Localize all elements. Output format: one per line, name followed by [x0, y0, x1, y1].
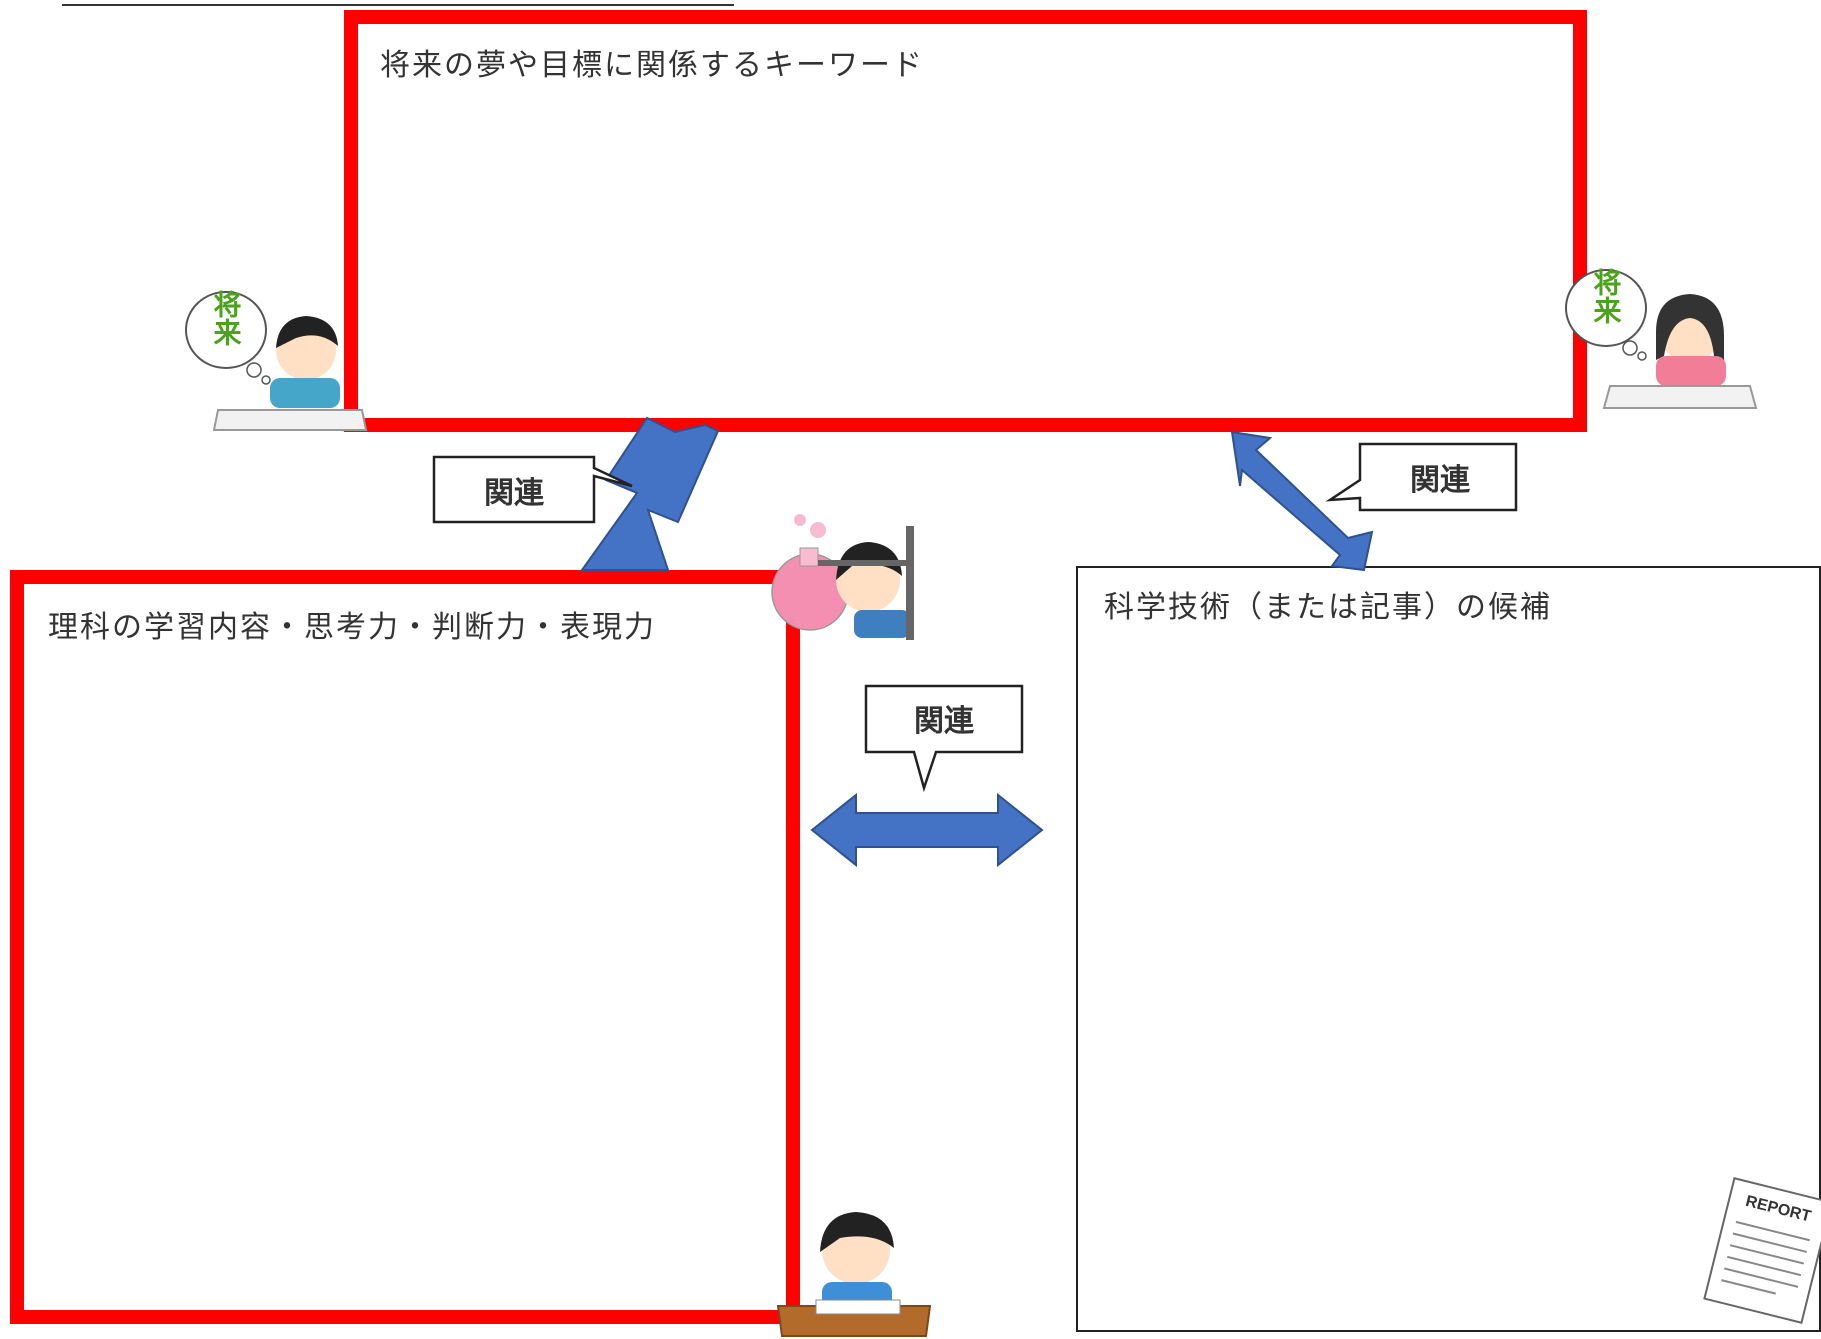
- technology-candidates-title: 科学技術（または記事）の候補: [1104, 590, 1552, 625]
- callout-middle: 関連: [864, 684, 1024, 793]
- thinking-boy-illustration: 将来: [185, 290, 368, 431]
- science-learning-title: 理科の学習内容・思考力・判断力・表現力: [48, 610, 656, 645]
- science-learning-box[interactable]: 理科の学習内容・思考力・判断力・表現力: [10, 570, 800, 1324]
- thinking-boy-bubble-text: 将来: [211, 290, 242, 346]
- callout-middle-label: 関連: [914, 704, 975, 739]
- top-underline: [62, 0, 734, 6]
- future-keywords-title: 将来の夢や目標に関係するキーワード: [380, 48, 924, 83]
- callout-left-label: 関連: [484, 476, 545, 511]
- thinking-girl-bubble-text: 将来: [1591, 268, 1622, 324]
- studying-boy-illustration: [776, 1212, 932, 1337]
- double-arrow-top-left: [580, 416, 720, 571]
- future-keywords-box[interactable]: 将来の夢や目標に関係するキーワード: [344, 10, 1587, 432]
- scientist-boy-illustration: [771, 514, 914, 640]
- thinking-girl-illustration: 将来: [1565, 268, 1758, 409]
- report-paper-illustration: REPORT: [1703, 1177, 1821, 1324]
- double-arrow-top-right: [1230, 430, 1374, 572]
- callout-right-label: 関連: [1410, 463, 1471, 498]
- double-arrow-horizontal: [810, 792, 1044, 868]
- callout-right: 関連: [1325, 442, 1518, 512]
- technology-candidates-box[interactable]: 科学技術（または記事）の候補: [1076, 566, 1821, 1332]
- callout-left: 関連: [432, 455, 633, 524]
